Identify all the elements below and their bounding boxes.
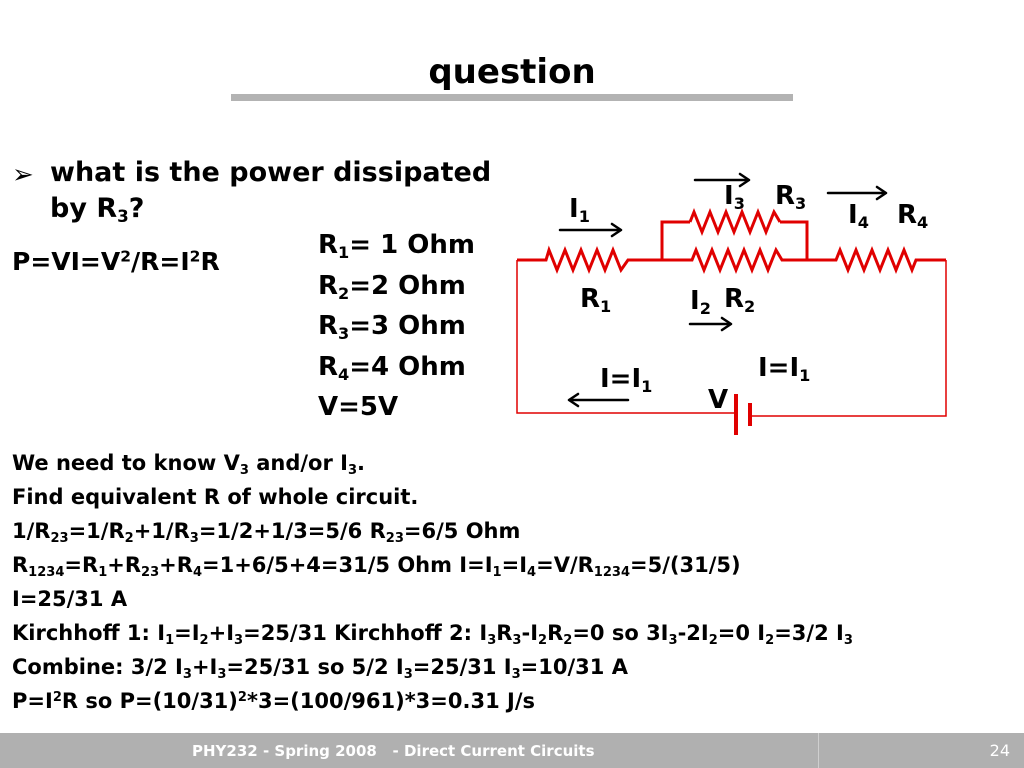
page-number: 24 [989,741,1010,760]
label-r4: R4 [897,200,929,232]
solution-line: I=25/31 A [12,587,128,611]
question-text: what is the power dissipated by R3? [50,157,492,227]
label-current-left: I=I1 [600,364,653,396]
given-values: R1= 1 Ohm R2=2 Ohm R3=3 Ohm R4=4 Ohm V=5… [318,225,475,428]
label-current-right: I=I1 [758,353,811,385]
wire-top-left [517,245,662,275]
arrow-i1-icon [558,222,623,238]
solution-line: Combine: 3/2 I3+I3=25/31 so 5/2 I3=25/31… [12,655,628,682]
title-underline [231,94,793,101]
circuit-diagram [516,172,947,435]
label-i4: I4 [848,200,869,232]
solution-line: P=I2R so P=(10/31)2*3=(100/961)*3=0.31 J… [12,689,535,713]
footer-divider [818,733,819,768]
footer-course-title: PHY232 - Spring 2008 - Direct Current Ci… [192,742,595,760]
wire-right-side [750,260,947,417]
footer-bar [0,733,1024,768]
resistor-r3 [688,207,782,237]
value-voltage: V=5V [318,392,399,422]
solution-line: R1234=R1+R23+R4=1+6/5+4=31/5 Ohm I=I1=I4… [12,553,741,580]
label-i3: I3 [724,181,745,213]
label-voltage: V [708,385,729,415]
solution-steps: We need to know V3 and/or I3. Find equiva… [12,446,853,718]
value-r1: R1= 1 Ohm [318,230,475,262]
label-r2: R2 [724,284,756,316]
label-i1: I1 [569,194,590,226]
solution-line: Find equivalent R of whole circuit. [12,485,419,509]
battery-icon [734,394,752,435]
arrow-bullet-icon: ➢ [12,160,34,190]
resistor-r4 [807,245,946,275]
arrow-i-return-icon [567,392,630,408]
arrow-i2-icon [688,316,733,332]
value-r3: R3=3 Ohm [318,311,466,343]
label-r3: R3 [775,181,807,213]
power-formula: P=VI=V2/R=I2R [12,247,220,276]
arrow-i4-icon [826,185,888,201]
label-r1: R1 [580,284,612,316]
value-r2: R2=2 Ohm [318,270,466,303]
arrow-i3-icon [693,172,751,188]
solution-line: 1/R23=1/R2+1/R3=1/2+1/3=5/6 R23=6/5 Ohm [12,519,521,546]
slide-title: question [428,52,596,92]
wire-parallel-left [660,220,690,260]
resistor-r2 [662,245,807,275]
solution-line: Kirchhoff 1: I1=I2+I3=25/31 Kirchhoff 2:… [12,621,853,648]
wire-left-side [516,260,736,414]
wire-parallel-right [780,220,809,260]
value-r4: R4=4 Ohm [318,351,466,384]
solution-line: We need to know V3 and/or I3. [12,451,365,478]
label-i2: I2 [690,286,711,318]
